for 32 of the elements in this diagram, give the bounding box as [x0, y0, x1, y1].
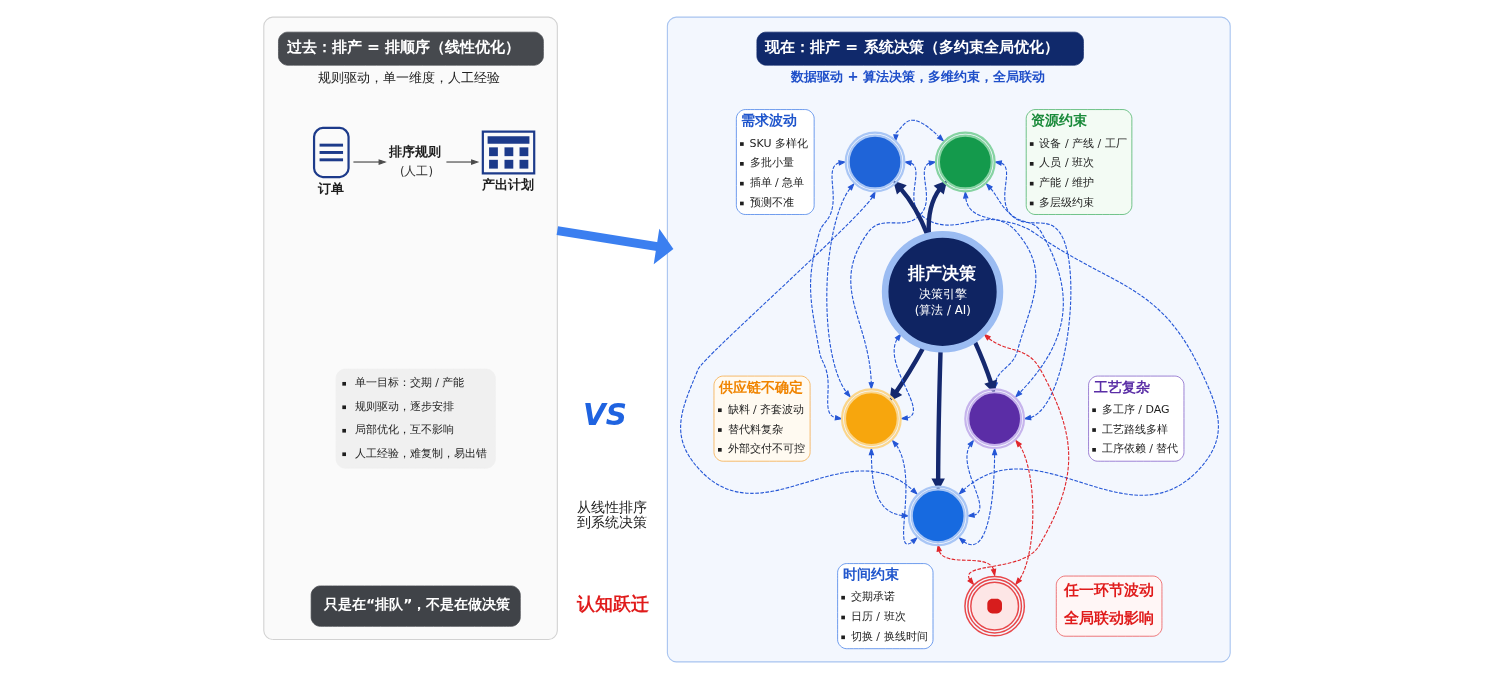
arrow	[893, 333, 914, 421]
arrow	[936, 543, 996, 577]
node-box	[312, 126, 350, 179]
arrow	[891, 439, 918, 545]
node-label: 规则驱动，单一维度，人工经验	[317, 69, 500, 85]
arrow	[966, 333, 1069, 586]
arrow	[679, 190, 918, 495]
arrow	[352, 159, 387, 165]
arrow	[926, 180, 947, 235]
arrow	[556, 226, 673, 265]
arrow	[868, 447, 910, 519]
node-box	[481, 130, 535, 175]
arrow	[825, 182, 855, 398]
label: 从线性排序到系统决策	[576, 498, 647, 531]
arrow	[888, 346, 925, 402]
arrow	[445, 159, 479, 165]
arrow	[809, 160, 847, 421]
label: 认知跃迁	[576, 593, 649, 614]
node-text: 排序规则 (人工)	[388, 143, 441, 179]
arrow	[1014, 439, 1033, 586]
arrow	[892, 119, 944, 143]
arrow	[892, 180, 929, 236]
arrow	[849, 160, 937, 391]
arrow	[957, 190, 1219, 496]
arrow	[957, 447, 997, 546]
node-label: 数据驱动 + 算法决策，多维约束，全局联动	[790, 68, 1045, 84]
label: VS	[582, 398, 627, 433]
cluster	[666, 16, 1231, 663]
node-label: 订单	[317, 181, 344, 197]
node-label: 产出计划	[481, 177, 534, 193]
arrow	[965, 439, 980, 518]
arrow	[984, 182, 1064, 398]
